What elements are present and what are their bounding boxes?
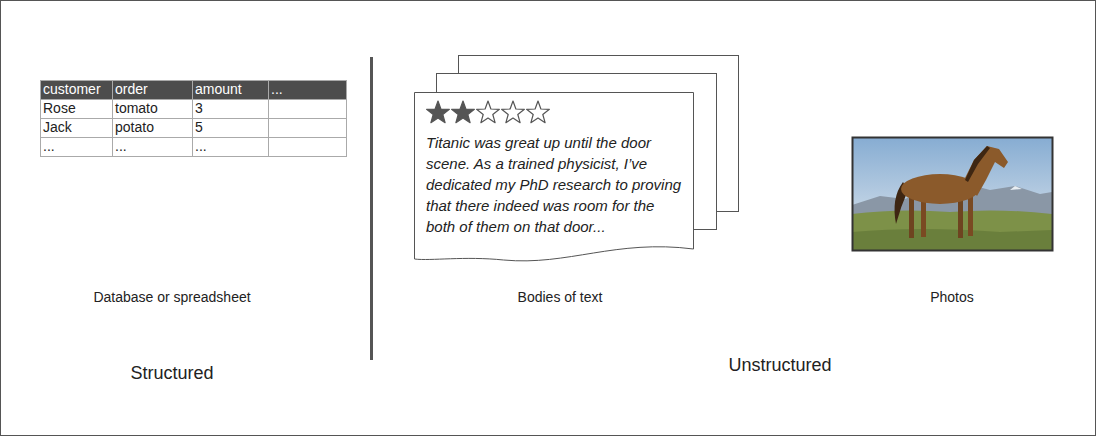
horse-neck: [964, 146, 1008, 196]
table-cell: 3: [192, 99, 268, 118]
table-cell: ...: [112, 137, 192, 156]
star-empty: [477, 101, 500, 123]
horse-photo: [852, 137, 1053, 251]
page-shape: [415, 93, 694, 261]
caption: Database or spreadsheet: [12, 288, 332, 306]
table-cell: ...: [40, 137, 112, 156]
star-empty: [527, 101, 550, 123]
horse-leg: [968, 196, 973, 236]
category-title: Unstructured: [620, 354, 940, 377]
table-header-cell: amount: [192, 80, 268, 99]
table-header-cell: customer: [40, 80, 112, 99]
star-filled: [427, 101, 450, 123]
col-line: [112, 80, 113, 156]
horse-leg: [909, 196, 914, 238]
grass-shade: [852, 229, 1052, 250]
divider: [370, 57, 373, 360]
star-empty: [502, 101, 525, 123]
star-filled: [452, 101, 475, 123]
table-header-cell: order: [112, 80, 192, 99]
table-header-cell: ...: [268, 80, 346, 99]
horse-mane: [965, 146, 990, 182]
sky: [852, 137, 1052, 250]
col-line: [268, 80, 269, 156]
horse-leg: [921, 198, 926, 237]
table-cell: ...: [192, 137, 268, 156]
review-text: Titanic was great up until the door scen…: [414, 92, 694, 237]
photo-frame: [853, 138, 1053, 251]
horse-leg: [958, 196, 963, 238]
caption: Photos: [792, 288, 1096, 306]
col-line: [192, 80, 193, 156]
caption: Bodies of text: [400, 288, 720, 306]
table-cell: Jack: [40, 118, 112, 137]
grass: [852, 210, 1052, 250]
table-cell: tomato: [112, 99, 192, 118]
category-title: Structured: [12, 362, 332, 385]
table-cell: potato: [112, 118, 192, 137]
table-border: [41, 81, 347, 157]
table-cell: 5: [192, 118, 268, 137]
review-page: Titanic was great up until the door scen…: [414, 92, 694, 265]
table-grid: [40, 80, 347, 157]
table-cell: Rose: [40, 99, 112, 118]
